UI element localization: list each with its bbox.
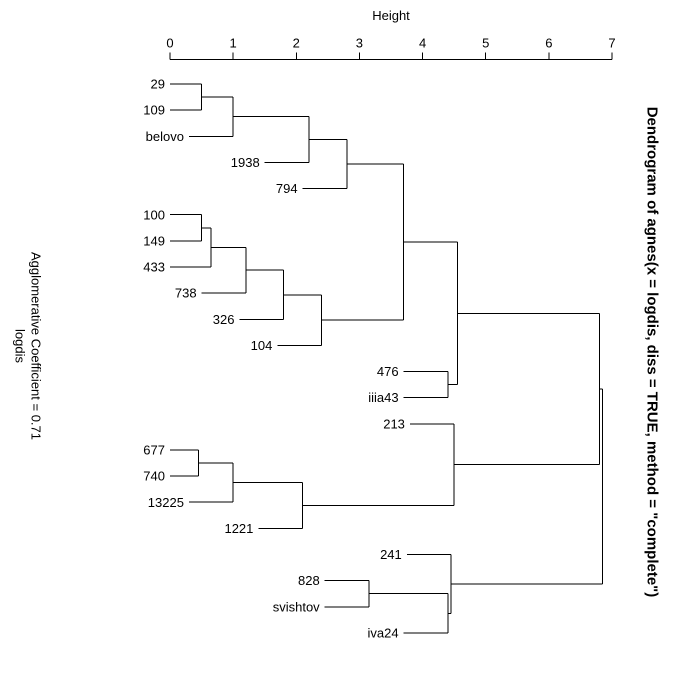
axis-tick-label: 1 xyxy=(230,36,237,51)
leaf-label: 828 xyxy=(298,573,320,588)
axis-tick-label: 6 xyxy=(545,36,552,51)
axis-tick-label: 3 xyxy=(356,36,363,51)
leaf-label: 149 xyxy=(143,233,165,248)
leaf-label: 740 xyxy=(143,469,165,484)
leaf-label: 1221 xyxy=(224,521,253,536)
leaf-label: 13225 xyxy=(148,495,184,510)
height-axis-title: Height xyxy=(372,8,410,23)
leaf-label: 109 xyxy=(143,103,165,118)
leaf-label: 241 xyxy=(380,547,402,562)
chart-title: Dendrogram of agnes(x = logdis, diss = T… xyxy=(643,106,661,598)
leaf-label: 794 xyxy=(276,181,298,196)
leaf-label: 1938 xyxy=(231,155,260,170)
leaf-label: 213 xyxy=(383,416,405,431)
leaf-label: 326 xyxy=(213,312,235,327)
axis-tick-label: 5 xyxy=(482,36,489,51)
leaf-label: svishtov xyxy=(273,599,320,614)
leaf-label: belovo xyxy=(146,129,184,144)
axis-tick-label: 0 xyxy=(166,36,173,51)
leaf-label: 433 xyxy=(143,260,165,275)
leaf-label: 100 xyxy=(143,207,165,222)
agglomerative-coefficient-label: Agglomerative Coefficient = 0.71 xyxy=(28,251,44,441)
leaf-label: 29 xyxy=(151,77,165,92)
leaf-label: iva24 xyxy=(368,625,399,640)
x-label: logdis xyxy=(12,329,28,363)
leaf-label: 476 xyxy=(377,364,399,379)
leaf-label: 738 xyxy=(175,286,197,301)
leaf-label: 677 xyxy=(143,443,165,458)
leaf-label: iiia43 xyxy=(368,390,398,405)
axis-tick-label: 7 xyxy=(608,36,615,51)
axis-tick-label: 4 xyxy=(419,36,426,51)
leaf-label: 104 xyxy=(251,338,273,353)
axis-tick-label: 2 xyxy=(293,36,300,51)
